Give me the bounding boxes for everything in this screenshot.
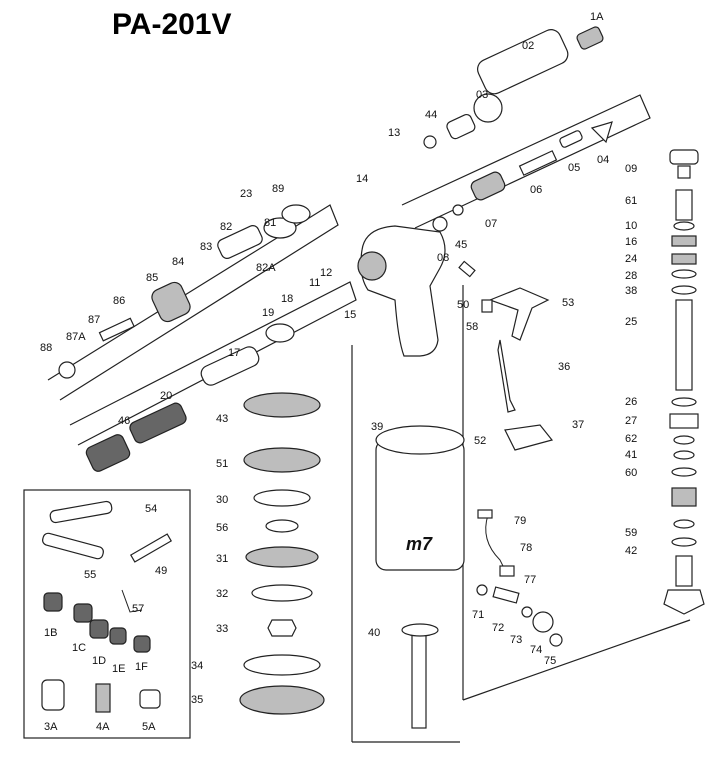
part-label: 1A bbox=[590, 11, 604, 23]
nose-assembly bbox=[58, 204, 311, 472]
part-label: 11 bbox=[309, 277, 320, 289]
part-label: 27 bbox=[625, 415, 637, 427]
part-label: 57 bbox=[132, 603, 144, 615]
part-label: 03 bbox=[476, 89, 488, 101]
part-label: 33 bbox=[216, 623, 228, 635]
part-label: 26 bbox=[625, 396, 637, 408]
part-label: 81 bbox=[264, 217, 276, 229]
part-label: 42 bbox=[625, 545, 637, 557]
part-label: 87A bbox=[66, 331, 86, 343]
part-label: 06 bbox=[530, 184, 542, 196]
part-label: 84 bbox=[172, 256, 184, 268]
part-label: 3A bbox=[44, 721, 58, 733]
part-label: 4A bbox=[96, 721, 110, 733]
part-label: 53 bbox=[562, 297, 574, 309]
part-label: 19 bbox=[262, 307, 274, 319]
part-label: 25 bbox=[625, 316, 637, 328]
tool-body bbox=[357, 225, 554, 451]
part-label: 16 bbox=[625, 236, 637, 248]
part-label: 88 bbox=[40, 342, 52, 354]
part-label: 59 bbox=[625, 527, 637, 539]
part-label: 02 bbox=[522, 40, 534, 52]
part-label: 62 bbox=[625, 433, 637, 445]
part-label: 28 bbox=[625, 270, 637, 282]
page-title: PA-201V bbox=[112, 8, 232, 41]
part-label: 04 bbox=[597, 154, 609, 166]
part-label: 83 bbox=[200, 241, 212, 253]
part-labels: 1A 02 03 44 04 05 06 07 45 13 14 08 89 2… bbox=[40, 11, 637, 733]
part-label: 49 bbox=[155, 565, 167, 577]
part-label: 07 bbox=[485, 218, 497, 230]
part-label: 54 bbox=[145, 503, 157, 515]
part-label: 45 bbox=[455, 239, 467, 251]
part-label: 09 bbox=[625, 163, 637, 175]
part-label: 36 bbox=[558, 361, 570, 373]
part-label: 15 bbox=[344, 309, 356, 321]
part-label: 18 bbox=[281, 293, 293, 305]
part-label: 52 bbox=[474, 435, 486, 447]
part-label: 50 bbox=[457, 299, 469, 311]
air-inlet-assembly bbox=[423, 26, 613, 232]
part-label: 1F bbox=[135, 661, 148, 673]
part-label: 74 bbox=[530, 644, 542, 656]
part-label: 51 bbox=[216, 458, 228, 470]
part-label: 37 bbox=[572, 419, 584, 431]
part-label: 10 bbox=[625, 220, 637, 232]
part-label: 40 bbox=[368, 627, 380, 639]
part-label: 1C bbox=[72, 642, 86, 654]
part-label: 78 bbox=[520, 542, 532, 554]
part-label: 43 bbox=[216, 413, 228, 425]
part-label: 72 bbox=[492, 622, 504, 634]
part-label: 44 bbox=[425, 109, 437, 121]
part-label: 24 bbox=[625, 253, 637, 265]
part-label: 17 bbox=[228, 347, 240, 359]
part-label: 82 bbox=[220, 221, 232, 233]
part-label: 34 bbox=[191, 660, 203, 672]
part-label: 38 bbox=[625, 285, 637, 297]
part-label: 86 bbox=[113, 295, 125, 307]
brand-logo: m7 bbox=[406, 534, 433, 554]
part-label: 58 bbox=[466, 321, 478, 333]
part-label: 13 bbox=[388, 127, 400, 139]
part-label: 20 bbox=[160, 390, 172, 402]
part-label: 75 bbox=[544, 655, 556, 667]
part-label: 31 bbox=[216, 553, 228, 565]
part-label: 73 bbox=[510, 634, 522, 646]
part-label: 14 bbox=[356, 173, 368, 185]
part-label: 32 bbox=[216, 588, 228, 600]
part-label: 60 bbox=[625, 467, 637, 479]
accessories-box bbox=[41, 500, 173, 713]
part-label: 79 bbox=[514, 515, 526, 527]
valve-assembly bbox=[476, 509, 563, 647]
cylinder-assembly: m7 bbox=[239, 392, 465, 729]
part-label: 61 bbox=[625, 195, 637, 207]
part-label: 08 bbox=[437, 252, 449, 264]
part-label: 30 bbox=[216, 494, 228, 506]
part-label: 89 bbox=[272, 183, 284, 195]
part-label: 41 bbox=[625, 449, 637, 461]
part-label: 35 bbox=[191, 694, 203, 706]
part-label: 1B bbox=[44, 627, 57, 639]
assembly-frames bbox=[23, 94, 691, 743]
part-label: 5A bbox=[142, 721, 156, 733]
part-label: 71 bbox=[472, 609, 484, 621]
part-label: 56 bbox=[216, 522, 228, 534]
part-label: 87 bbox=[88, 314, 100, 326]
part-label: 05 bbox=[568, 162, 580, 174]
part-label: 12 bbox=[320, 267, 332, 279]
part-label: 1D bbox=[92, 655, 106, 667]
part-label: 77 bbox=[524, 574, 536, 586]
part-label: 85 bbox=[146, 272, 158, 284]
part-label: 23 bbox=[240, 188, 252, 200]
part-label: 39 bbox=[371, 421, 383, 433]
part-label: 1E bbox=[112, 663, 125, 675]
part-label: 55 bbox=[84, 569, 96, 581]
piston-rod-stack bbox=[663, 149, 705, 615]
part-label: 82A bbox=[256, 262, 276, 274]
part-label: 46 bbox=[118, 415, 130, 427]
